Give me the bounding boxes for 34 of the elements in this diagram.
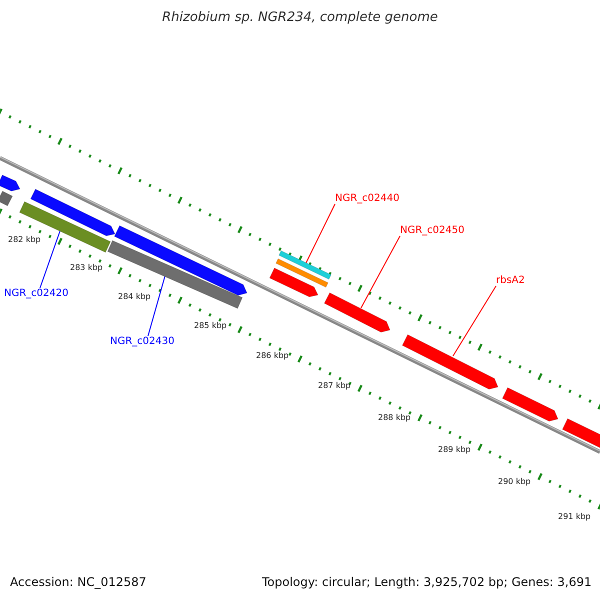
scale-label: 285 kbp (194, 322, 227, 330)
genome-info-text: Accession: NC_012587 (10, 576, 146, 588)
gene-label: NGR_c02420 (4, 289, 68, 299)
gene-label: NGR_c02450 (400, 226, 464, 236)
genome-title: Rhizobium sp. NGR234, complete genome (161, 11, 439, 24)
scale-label: 287 kbp (318, 382, 351, 390)
gene-feature (324, 292, 390, 332)
scale-label: 284 kbp (118, 293, 151, 301)
gene-label: rbsA2 (496, 276, 525, 286)
gene-feature (402, 334, 498, 390)
gene-feature (269, 268, 318, 298)
leader-line (306, 204, 336, 264)
leader-line (360, 236, 400, 308)
scale-label: 282 kbp (8, 236, 41, 244)
genome-info-text: Topology: circular; Length: 3,925,702 bp; Genes: 3,691 (262, 576, 592, 588)
scale-label: 288 kbp (378, 414, 411, 422)
gene-feature (0, 174, 20, 192)
scale-label: 289 kbp (438, 446, 471, 454)
gene-label: NGR_c02440 (335, 194, 400, 204)
gene-label: NGR_c02430 (110, 337, 174, 347)
gene-feature (502, 387, 558, 422)
gene-feature (0, 190, 13, 206)
leader-line (452, 286, 496, 356)
leader-line (40, 230, 60, 288)
gene-feature (562, 418, 600, 449)
gene-feature (278, 250, 332, 280)
gene-feature (276, 258, 328, 288)
leader-line (148, 276, 166, 336)
scale-label: 286 kbp (256, 352, 289, 360)
gene-feature (30, 188, 116, 236)
scale-label: 290 kbp (498, 478, 531, 486)
scale-label: 291 kbp (558, 513, 591, 521)
gene-feature (107, 240, 243, 309)
scale-label: 283 kbp (70, 264, 103, 272)
